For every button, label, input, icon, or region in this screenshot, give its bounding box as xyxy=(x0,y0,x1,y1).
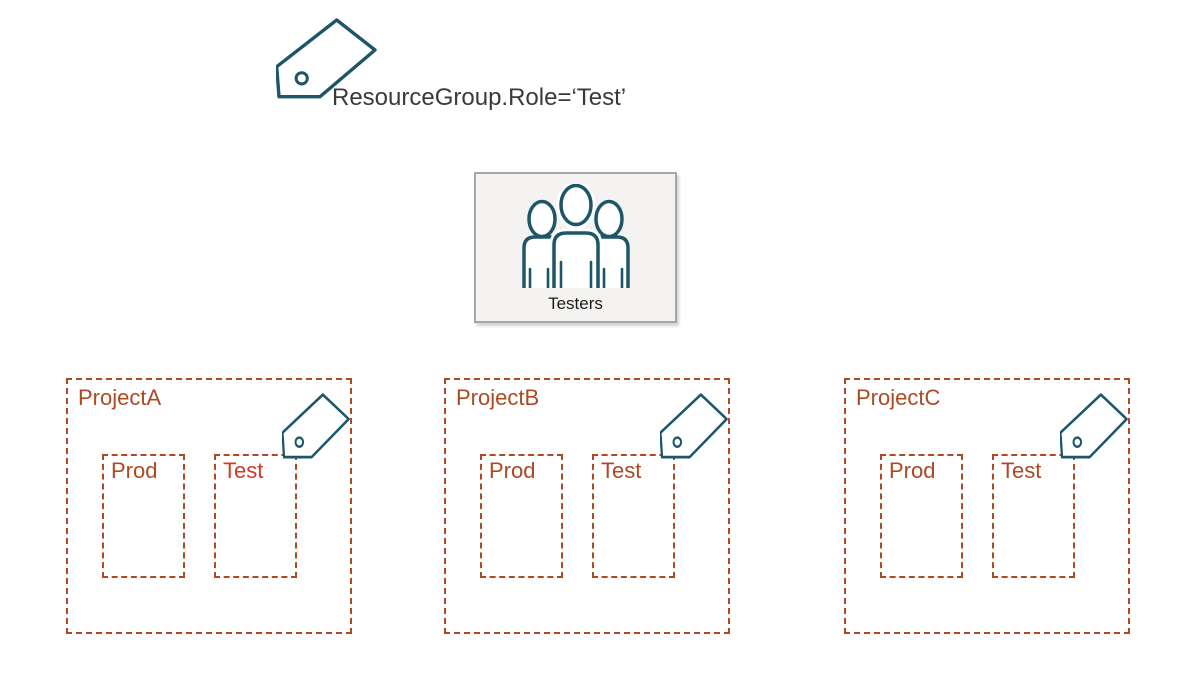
project-box-a: ProjectA Prod Test xyxy=(66,378,352,634)
testers-group-box: Testers xyxy=(474,172,677,323)
resource-group-label: Test xyxy=(223,458,264,483)
tag-icon xyxy=(282,393,350,459)
resource-group-test: Test xyxy=(992,454,1075,578)
project-box-b: ProjectB Prod Test xyxy=(444,378,730,634)
project-box-c: ProjectC Prod Test xyxy=(844,378,1130,634)
project-label: ProjectC xyxy=(856,385,941,410)
tag-icon xyxy=(660,393,728,459)
resource-group-prod: Prod xyxy=(102,454,185,578)
project-label: ProjectB xyxy=(456,385,540,410)
resource-group-prod: Prod xyxy=(480,454,563,578)
project-label: ProjectA xyxy=(78,385,162,410)
people-group-icon xyxy=(518,184,634,288)
resource-group-label: Test xyxy=(601,458,642,483)
resource-group-test: Test xyxy=(214,454,297,578)
resource-group-test: Test xyxy=(592,454,675,578)
resource-group-label: Prod xyxy=(111,458,158,483)
tag-icon xyxy=(1060,393,1128,459)
resource-group-label: Test xyxy=(1001,458,1042,483)
testers-label: Testers xyxy=(548,294,603,313)
policy-tag-label: ResourceGroup.Role=‘Test’ xyxy=(332,84,627,111)
resource-group-label: Prod xyxy=(489,458,536,483)
resource-group-label: Prod xyxy=(889,458,936,483)
resource-group-prod: Prod xyxy=(880,454,963,578)
